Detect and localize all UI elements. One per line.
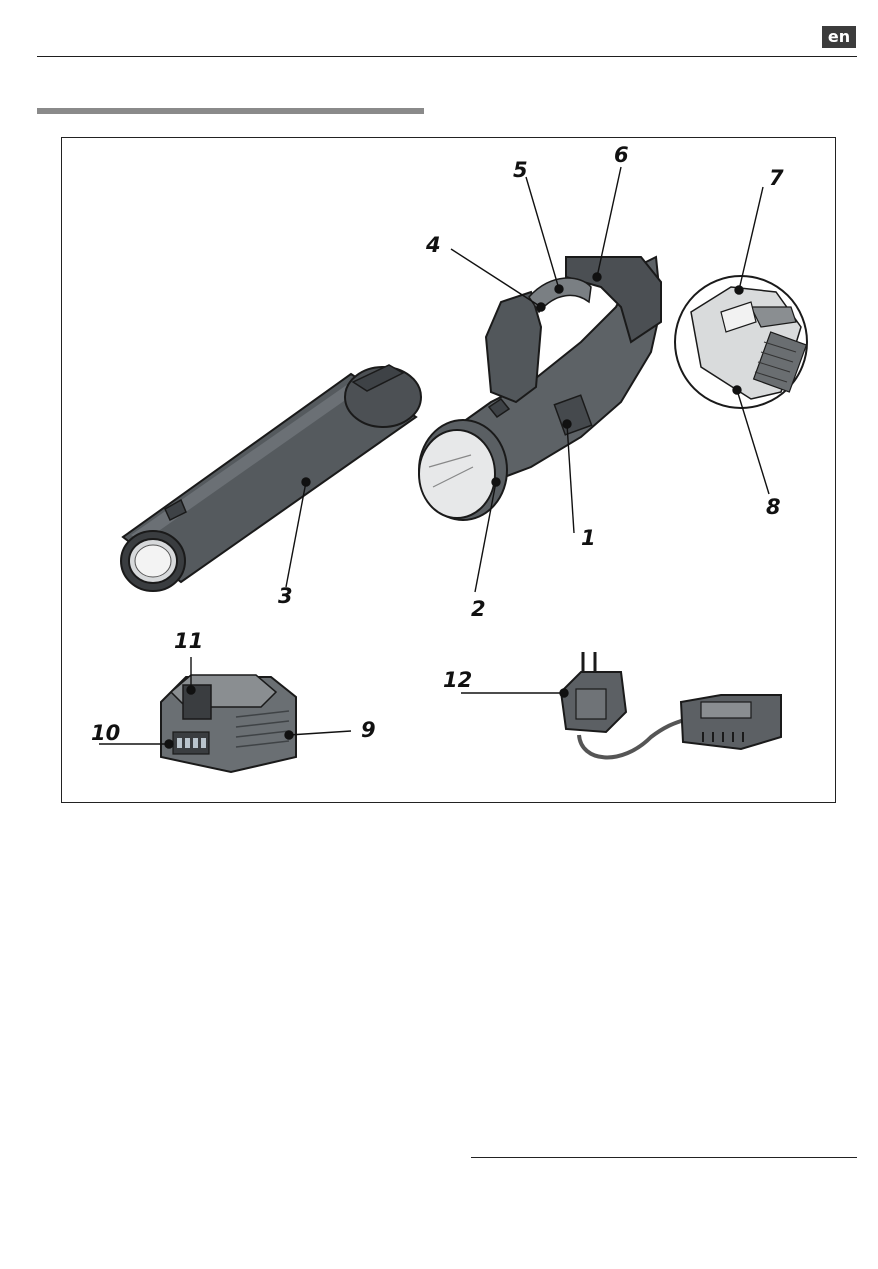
language-badge: en: [822, 26, 856, 48]
callout-8: 8: [766, 495, 781, 519]
callout-12: 12: [443, 668, 472, 692]
section-heading-bar: [37, 108, 424, 114]
callout-1: 1: [581, 526, 596, 550]
blower-body-illustration: [419, 257, 661, 520]
callout-5: 5: [513, 158, 528, 182]
battery-pack-illustration: [161, 675, 296, 772]
footer-rule: [471, 1157, 857, 1158]
callout-3: 3: [278, 584, 293, 608]
callout-4: 4: [425, 233, 441, 257]
callout-11: 11: [174, 629, 203, 653]
header-rule: [37, 56, 857, 57]
callout-10: 10: [91, 721, 120, 745]
product-illustration: 1 2 3 4 5 6 7 8 9 10 11 12: [61, 137, 836, 803]
callout-6: 6: [614, 143, 629, 167]
blower-tube-illustration: [121, 365, 421, 591]
callout-2: 2: [471, 597, 486, 621]
charger-illustration: [561, 652, 781, 757]
callout-7: 7: [769, 166, 784, 190]
callout-9: 9: [361, 718, 376, 742]
